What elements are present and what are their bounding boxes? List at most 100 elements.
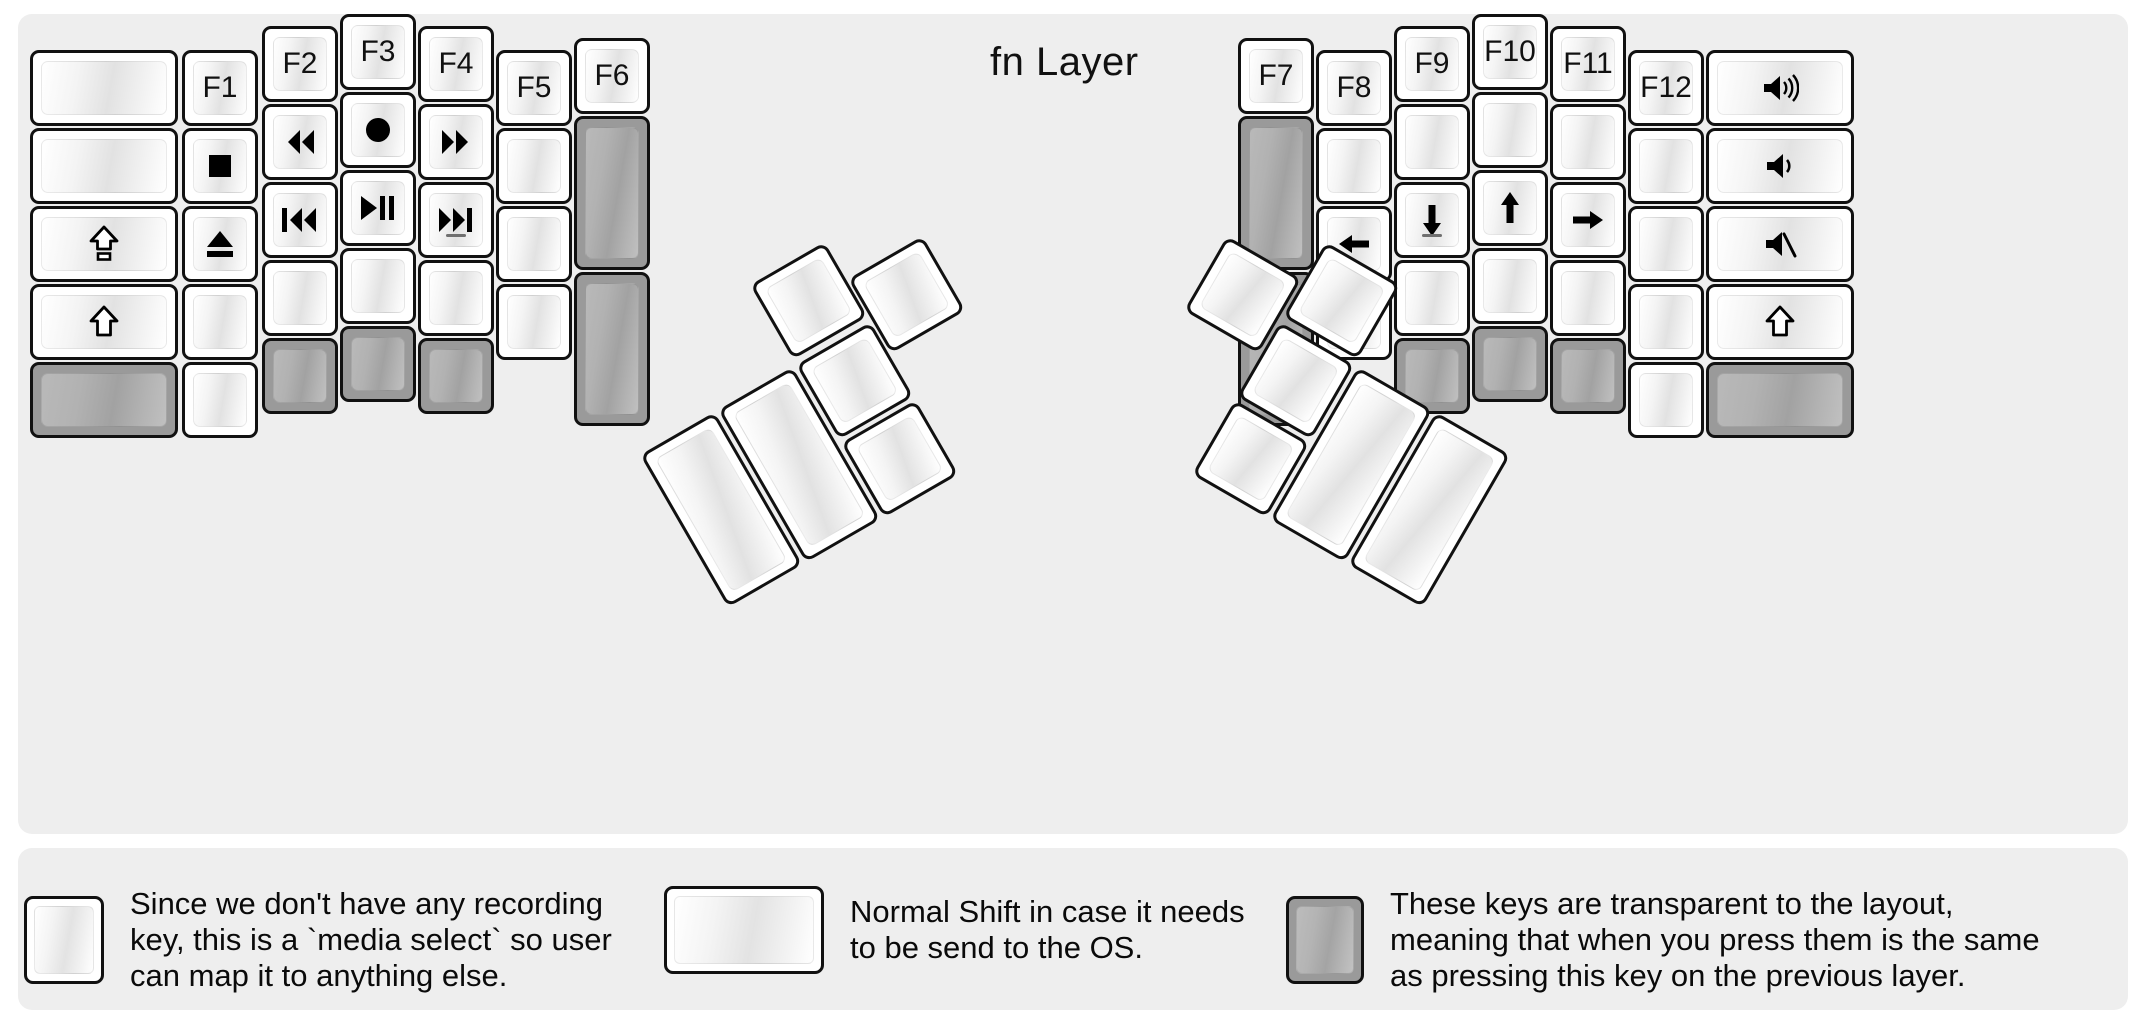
volume-mute-icon: [1763, 228, 1797, 260]
key-f1-l-1-0[interactable]: F1: [182, 50, 258, 126]
eject-icon: [204, 227, 236, 261]
keycap-face: [351, 337, 405, 391]
key-transparent-r-3-4[interactable]: [1472, 326, 1548, 402]
keycap-face: [1639, 295, 1693, 349]
legend-text: Since we don't have any recording key, t…: [130, 886, 612, 993]
keycap-face: [429, 115, 483, 169]
key-f8-r-1-0[interactable]: F8: [1316, 50, 1392, 126]
keycap-face: [1561, 271, 1615, 325]
legend-key-transparent: [1286, 895, 1364, 984]
key-blank-l-3-3[interactable]: [340, 248, 416, 324]
keycap-face: [1717, 61, 1843, 115]
key-transparent-l-3-4[interactable]: [340, 326, 416, 402]
key-volume-up-r-6-0[interactable]: [1706, 50, 1854, 126]
key-shift-arrow-l-0-3[interactable]: [30, 284, 178, 360]
key-f9-r-2-0[interactable]: F9: [1394, 26, 1470, 102]
keycap-face: [585, 127, 639, 259]
key-fast-forward-l-4-1[interactable]: [418, 104, 494, 180]
keycap-face: [1639, 61, 1693, 115]
volume-down-icon: [1764, 150, 1796, 182]
key-blank-r-3-1[interactable]: [1472, 92, 1548, 168]
key-blank-l-1-3[interactable]: [182, 284, 258, 360]
keycap-face: [429, 271, 483, 325]
key-blank-l-5-1[interactable]: [496, 128, 572, 204]
key-transparent-r-6-4[interactable]: [1706, 362, 1854, 438]
key-blank-r-5-4[interactable]: [1628, 362, 1704, 438]
key-f6-l-6-0[interactable]: F6: [574, 38, 650, 114]
key-previous-track-l-2-2[interactable]: [262, 182, 338, 258]
keycap-face: [351, 181, 405, 235]
key-arrow-up-r-3-2[interactable]: [1472, 170, 1548, 246]
keycap-face: [429, 37, 483, 91]
key-shift-arrow-r-6-3[interactable]: [1706, 284, 1854, 360]
key-arrow-down-r-2-2[interactable]: [1394, 182, 1470, 258]
keycap-face: [1251, 337, 1340, 425]
arrow-left-icon: [1335, 229, 1373, 259]
keycap-face: [674, 896, 814, 964]
key-f5-l-5-0[interactable]: F5: [496, 50, 572, 126]
key-blank-l-5-2[interactable]: [496, 206, 572, 282]
key-arrow-right-r-4-2[interactable]: [1550, 182, 1626, 258]
key-blank-r-1-1[interactable]: [1316, 128, 1392, 204]
key-f11-r-4-0[interactable]: F11: [1550, 26, 1626, 102]
key-rewind-l-2-1[interactable]: [262, 104, 338, 180]
keycap-face: [1561, 349, 1615, 403]
legend-text: These keys are transparent to the layout…: [1390, 886, 2040, 993]
key-transparent-l-4-4[interactable]: [418, 338, 494, 414]
key-f10-r-3-0[interactable]: F10: [1472, 14, 1548, 90]
shift-arrow-icon: [87, 303, 121, 341]
keycap-face: [863, 251, 951, 339]
key-f3-l-3-0[interactable]: F3: [340, 14, 416, 90]
key-volume-mute-r-6-2[interactable]: [1706, 206, 1854, 282]
keycap-face: [1561, 193, 1615, 247]
key-blank-r-2-1[interactable]: [1394, 104, 1470, 180]
key-transparent-l-6-2[interactable]: [574, 272, 650, 426]
keycap-face: [273, 271, 327, 325]
rewind-icon: [281, 127, 319, 157]
keycap-face: [1405, 115, 1459, 169]
key-blank-r-4-3[interactable]: [1550, 260, 1626, 336]
key-blank-r-5-2[interactable]: [1628, 206, 1704, 282]
key-volume-down-r-6-1[interactable]: [1706, 128, 1854, 204]
key-blank-r-5-1[interactable]: [1628, 128, 1704, 204]
key-play-pause-l-3-2[interactable]: [340, 170, 416, 246]
keycap-face: [810, 337, 899, 425]
key-blank-r-4-1[interactable]: [1550, 104, 1626, 180]
shift-arrow-icon: [1763, 303, 1797, 341]
keycap-face: [41, 61, 167, 115]
legend-item: Since we don't have any recording key, t…: [24, 886, 612, 994]
key-next-track-l-4-2[interactable]: [418, 182, 494, 258]
key-blank-r-3-3[interactable]: [1472, 248, 1548, 324]
key-blank-r-2-3[interactable]: [1394, 260, 1470, 336]
key-f12-r-5-0[interactable]: F12: [1628, 50, 1704, 126]
keycap-face: [193, 373, 247, 427]
key-eject-l-1-2[interactable]: [182, 206, 258, 282]
key-blank-l-4-3[interactable]: [418, 260, 494, 336]
key-blank-r-5-3[interactable]: [1628, 284, 1704, 360]
key-f4-l-4-0[interactable]: F4: [418, 26, 494, 102]
keycap-face: [855, 414, 944, 503]
key-f7-r-0-0[interactable]: F7: [1238, 38, 1314, 114]
keycap-face: [41, 373, 167, 427]
key-blank-l-2-3[interactable]: [262, 260, 338, 336]
key-stop-l-1-1[interactable]: [182, 128, 258, 204]
keycap-face: [1206, 414, 1295, 503]
key-blank-l-1-4[interactable]: [182, 362, 258, 438]
keycap-face: [1639, 139, 1693, 193]
key-blank-l-0-0[interactable]: [30, 50, 178, 126]
key-blank-l-5-3[interactable]: [496, 284, 572, 360]
key-transparent-l-6-1[interactable]: [574, 116, 650, 270]
key-transparent-r-4-4[interactable]: [1550, 338, 1626, 414]
key-transparent-l-2-4[interactable]: [262, 338, 338, 414]
key-shift-caps-l-0-2[interactable]: [30, 206, 178, 282]
keycap-face: [1405, 349, 1459, 403]
record-icon: [361, 113, 395, 147]
keycap-face: [1405, 271, 1459, 325]
arrow-down-icon: [1417, 201, 1447, 239]
key-transparent-l-0-4[interactable]: [30, 362, 178, 438]
keycap-face: [1405, 37, 1459, 91]
key-record-l-3-1[interactable]: [340, 92, 416, 168]
key-blank-l-0-1[interactable]: [30, 128, 178, 204]
key-transparent-r-0-1[interactable]: [1238, 116, 1314, 270]
key-f2-l-2-0[interactable]: F2: [262, 26, 338, 102]
